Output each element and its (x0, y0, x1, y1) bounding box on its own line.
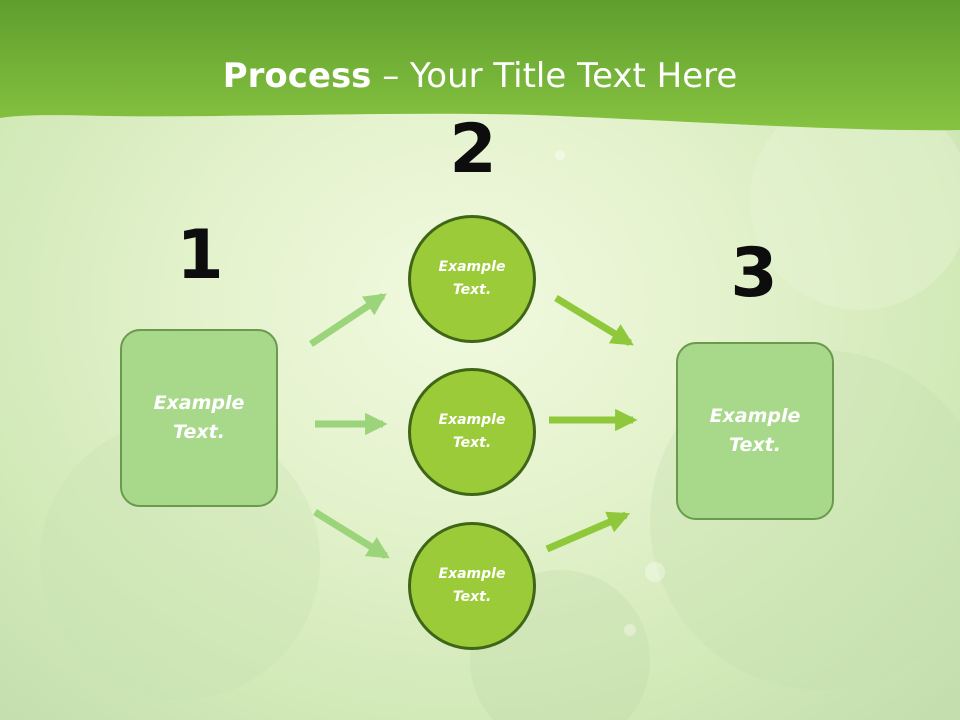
slide-title: Process – Your Title Text Here (0, 56, 960, 96)
step-2-circle-top: Example Text. (408, 215, 536, 343)
title-rest: – Your Title Text Here (371, 56, 738, 96)
step-3-number: 3 (730, 234, 778, 313)
circle-bottom-text: Example Text. (438, 566, 506, 605)
arrow-bottom-to-3 (545, 511, 631, 553)
step-1-number: 1 (176, 216, 224, 295)
title-bold: Process (222, 56, 372, 96)
circle-top-text: Example Text. (438, 259, 506, 298)
circle-middle-text: Example Text. (438, 412, 506, 451)
arrow-1-to-bottom (313, 509, 390, 559)
header-band (0, 0, 960, 131)
step-2-number: 2 (449, 110, 497, 189)
arrow-top-to-3 (554, 295, 634, 346)
arrow-1-to-top (309, 293, 387, 347)
step-3-text: Example Text. (709, 405, 801, 456)
step-1-box: Example Text. (120, 329, 278, 507)
step-1-text: Example Text. (153, 392, 245, 443)
step-2-circle-bottom: Example Text. (408, 522, 536, 650)
step-3-box: Example Text. (676, 342, 834, 520)
step-2-circle-middle: Example Text. (408, 368, 536, 496)
